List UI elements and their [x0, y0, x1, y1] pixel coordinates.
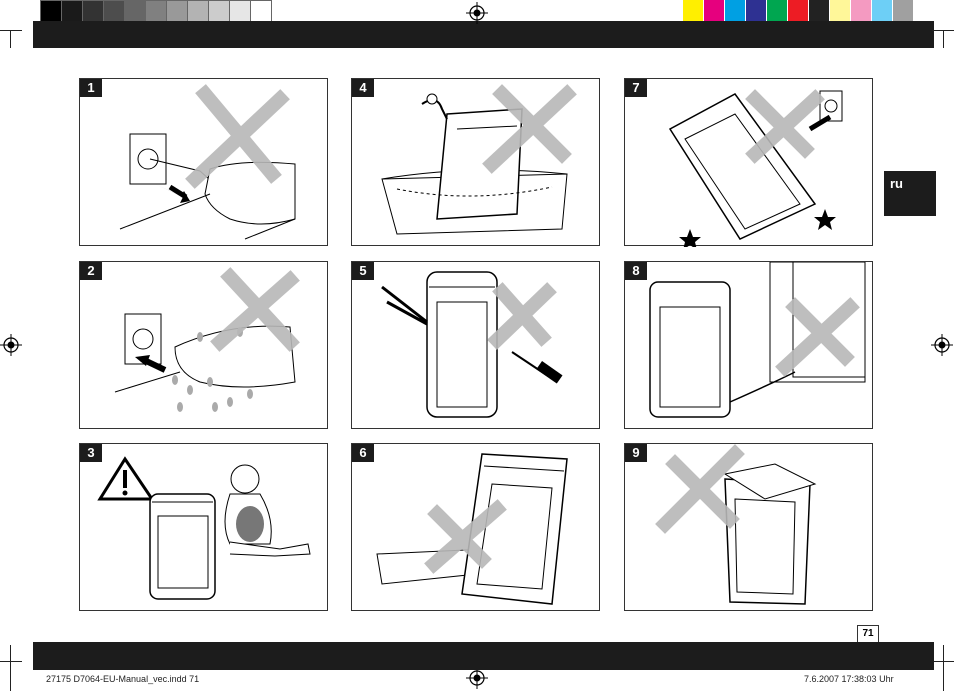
color-swatch	[809, 0, 829, 21]
panel-3: 3	[79, 443, 328, 611]
footer-file-info: 27175 D7064-EU-Manual_vec.indd 71	[46, 674, 200, 684]
panel-number: 7	[625, 79, 647, 97]
color-swatch	[704, 0, 724, 21]
gray-swatch	[145, 0, 167, 23]
gray-swatch	[82, 0, 104, 23]
gray-swatch	[124, 0, 146, 23]
gray-swatch	[61, 0, 83, 23]
top-band	[33, 21, 934, 48]
gray-swatch	[187, 0, 209, 23]
panel-6: 6	[351, 443, 600, 611]
crop-mark	[932, 661, 954, 662]
gray-swatch	[40, 0, 62, 23]
panel-4: 4	[351, 78, 600, 246]
crop-mark	[943, 30, 944, 48]
panel-8: 8	[624, 261, 873, 429]
color-swatch	[746, 0, 766, 21]
panel-number: 2	[80, 262, 102, 280]
panel-1: 1	[79, 78, 328, 246]
registration-mark-icon	[466, 2, 488, 24]
registration-mark-icon	[0, 334, 22, 356]
crop-mark	[943, 645, 944, 691]
registration-mark-icon	[931, 334, 953, 356]
crop-mark	[932, 30, 954, 31]
gray-swatch	[166, 0, 188, 23]
crop-mark	[10, 645, 11, 691]
gray-swatch	[250, 0, 272, 23]
panel-number: 9	[625, 444, 647, 462]
panel-2: 2	[79, 261, 328, 429]
color-swatch	[893, 0, 913, 21]
color-swatch	[830, 0, 850, 21]
color-swatch	[788, 0, 808, 21]
page-number: 71	[857, 625, 879, 643]
color-swatch	[872, 0, 892, 21]
bottom-band	[33, 642, 934, 670]
panel-number: 1	[80, 79, 102, 97]
color-swatch	[851, 0, 871, 21]
gray-swatch	[208, 0, 230, 23]
panel-number: 4	[352, 79, 374, 97]
registration-mark-icon	[466, 667, 488, 689]
gray-swatch	[229, 0, 251, 23]
panel-7: 7	[624, 78, 873, 247]
color-swatch	[683, 0, 703, 21]
color-swatch	[767, 0, 787, 21]
panel-number: 6	[352, 444, 374, 462]
panel-9: 9	[624, 443, 873, 611]
panel-number: 8	[625, 262, 647, 280]
footer-timestamp: 7.6.2007 17:38:03 Uhr	[804, 674, 894, 684]
gray-swatch	[103, 0, 125, 23]
print-color-bar	[0, 0, 954, 48]
language-tab: ru	[884, 171, 936, 216]
color-swatch	[725, 0, 745, 21]
crop-mark	[10, 30, 11, 48]
crop-mark	[0, 661, 22, 662]
panel-number: 3	[80, 444, 102, 462]
panel-5: 5	[351, 261, 600, 429]
panel-number: 5	[352, 262, 374, 280]
crop-mark	[0, 30, 22, 31]
